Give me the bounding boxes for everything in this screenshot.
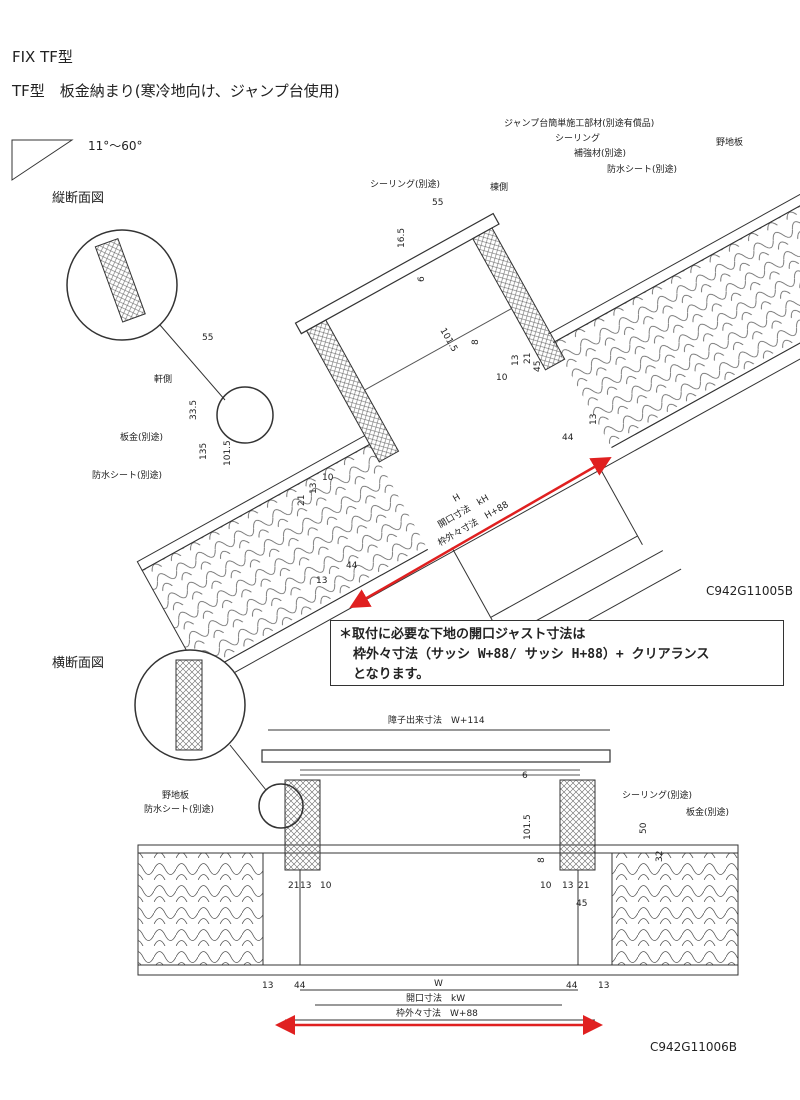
dim-21-top: 21 [523, 353, 533, 364]
page-title: FIX TF型 [12, 48, 73, 66]
vertical-section-drawing [66, 163, 800, 689]
label-ridge-side: 棟側 [490, 181, 508, 193]
dim-13-top: 13 [511, 355, 521, 366]
label-eave-side: 軒側 [154, 373, 172, 385]
dim-13-bl: 13 [262, 981, 273, 991]
note-line-3: となります。 [353, 667, 430, 682]
label-sealing-separate: シーリング(別途) [370, 178, 440, 190]
dim-10-l: 10 [320, 881, 332, 891]
label-shoji: 障子出来寸法 W+114 [388, 714, 485, 726]
dim-13-right: 13 [589, 414, 599, 425]
label-sealing-h: シーリング(別途) [622, 789, 692, 801]
dim-101-5-left: 101.5 [223, 440, 233, 466]
dim-21-left: 21 [297, 495, 307, 506]
dim-45-h: 45 [576, 899, 587, 909]
dim-50-h: 50 [639, 822, 649, 834]
label-sheet-metal: 板金(別途) [120, 431, 163, 443]
dim-kW: 開口寸法 kW [406, 992, 465, 1004]
note-line-1: ＊取付に必要な下地の開口ジャスト寸法は [339, 627, 586, 642]
dim-6: 6 [417, 276, 427, 282]
dim-W88: 枠外々寸法 W+88 [396, 1007, 478, 1019]
label-reinforcement: 補強材(別途) [574, 147, 626, 159]
dim-16-5: 16.5 [397, 228, 407, 248]
insulation-left [137, 852, 264, 966]
dim-101-5-h: 101.5 [523, 814, 533, 840]
insulation-right [611, 852, 739, 966]
dim-44-bottom: 44 [346, 561, 358, 571]
dim-13-br: 13 [598, 981, 609, 991]
glass-frame [294, 212, 500, 335]
glass-line [364, 308, 512, 391]
dim-13-bottom: 13 [316, 576, 327, 586]
dim-32-h: 32 [655, 851, 665, 862]
dim-6-h: 6 [522, 771, 528, 781]
dim-10-r: 10 [540, 881, 552, 891]
dim-21-l: 21 [288, 881, 299, 891]
label-jump-parts: ジャンプ台簡単施工部材(別途有償品) [504, 117, 654, 129]
vertical-section-title: 縦断面図 [52, 191, 105, 206]
page-subtitle: TF型 板金納まり(寒冷地向け、ジャンプ台使用) [12, 82, 340, 100]
label-sealing: シーリング [555, 132, 600, 144]
dim-55-top: 55 [432, 198, 443, 208]
label-waterproof-right: 防水シート(別途) [607, 163, 677, 175]
dim-55-left: 55 [202, 333, 213, 343]
label-waterproof-h: 防水シート(別途) [144, 803, 214, 815]
dim-13-left: 13 [309, 483, 319, 494]
dim-8: 8 [471, 339, 481, 345]
dim-13-r: 13 [562, 881, 573, 891]
clearance-note: ＊取付に必要な下地の開口ジャスト寸法は 枠外々寸法（サッシ W+88/ サッシ … [330, 620, 784, 686]
dim-10-left: 10 [322, 473, 334, 483]
vertical-drawing-code: C942G11005B [706, 584, 793, 598]
dim-44-bl: 44 [294, 981, 306, 991]
dim-H: H [452, 493, 463, 505]
note-line-2: 枠外々寸法（サッシ W+88/ サッシ H+88）+ クリアランス [353, 647, 710, 662]
dim-33-5: 33.5 [189, 400, 199, 420]
dim-21-r: 21 [578, 881, 589, 891]
label-waterproof-left: 防水シート(別途) [92, 469, 162, 481]
slope-angle-icon [11, 139, 74, 181]
dim-13-l: 13 [300, 881, 311, 891]
curb-right-h [559, 779, 596, 871]
dim-W: W [434, 979, 443, 989]
dim-10-top: 10 [496, 373, 508, 383]
label-roof-board-h: 野地板 [162, 789, 189, 801]
dim-45: 45 [533, 361, 543, 372]
dim-44-top: 44 [562, 433, 574, 443]
dim-8-h: 8 [537, 857, 547, 863]
frame-outer-arrow-vertical [349, 457, 612, 608]
horizontal-section-drawing [134, 649, 739, 1035]
curb-left-h [284, 779, 321, 871]
roof-board-strip [137, 844, 739, 854]
horizontal-section-title: 横断面図 [52, 656, 105, 671]
glass-frame-h [261, 749, 611, 763]
dim-135: 135 [199, 443, 209, 460]
label-roof-board: 野地板 [716, 136, 743, 148]
ceiling-board-h [137, 964, 739, 976]
dim-44-br: 44 [566, 981, 578, 991]
label-sheet-metal-h: 板金(別途) [686, 806, 729, 818]
angle-label: 11°〜60° [88, 139, 143, 153]
horizontal-drawing-code: C942G11006B [650, 1040, 737, 1054]
